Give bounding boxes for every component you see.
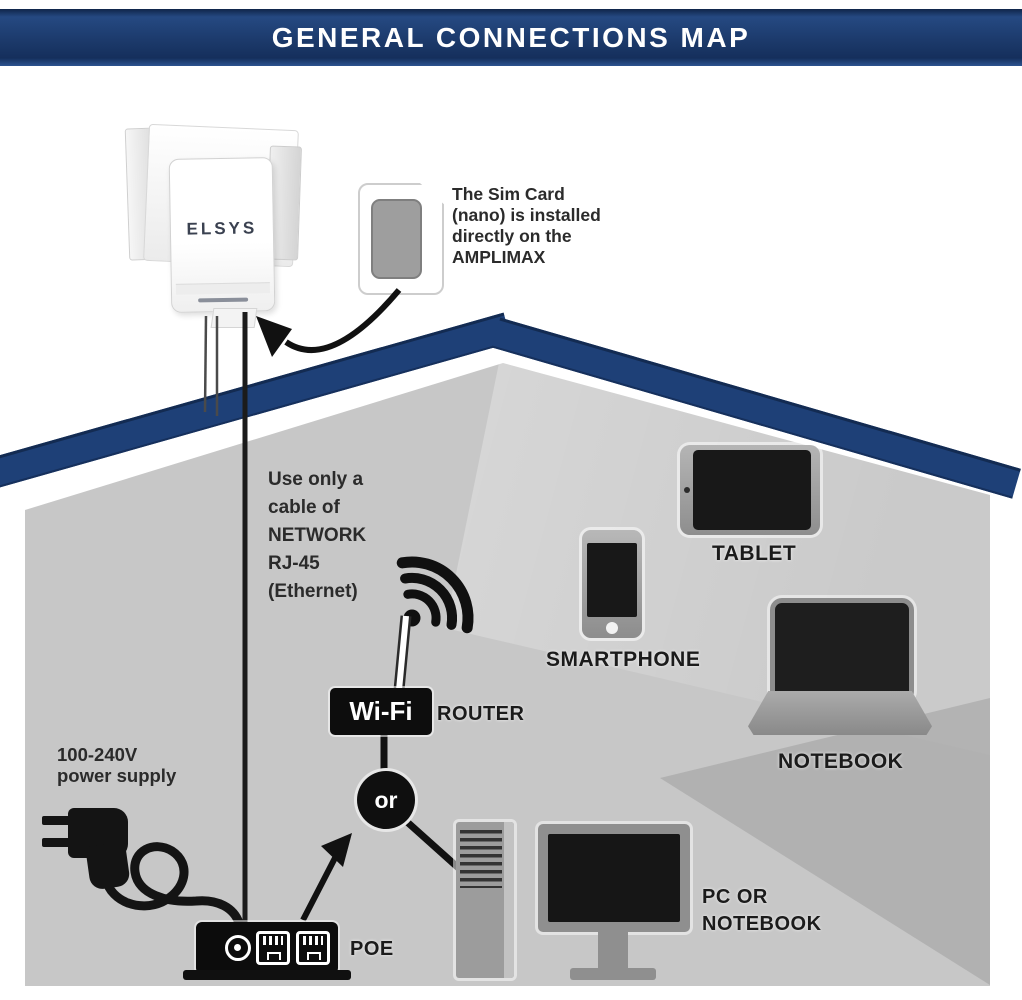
notebook-icon <box>770 598 914 703</box>
notebook-base <box>748 691 932 735</box>
monitor-base <box>570 968 656 980</box>
monitor-icon <box>538 824 690 932</box>
smartphone-home-button <box>606 622 618 634</box>
poe-injector-icon <box>196 922 338 974</box>
poe-base <box>183 970 351 980</box>
notebook-label: NOTEBOOK <box>778 750 904 773</box>
power-supply-note: 100-240V power supply <box>57 744 177 786</box>
rj45-port-2-icon <box>296 931 330 965</box>
pc-label: PC OR NOTEBOOK <box>702 886 822 935</box>
antenna-print-mark <box>198 297 249 303</box>
amplimax-antenna: ELSYS <box>168 157 276 313</box>
pc-tower-icon <box>456 822 514 978</box>
tablet-screen <box>693 450 811 530</box>
antenna-mount <box>210 308 258 328</box>
or-label: or <box>374 786 398 813</box>
monitor-screen <box>548 834 680 922</box>
sim-arrow-head <box>256 316 292 357</box>
sim-note-text: The Sim Card (nano) is installed directl… <box>452 184 601 267</box>
rj45-port-1-icon <box>256 931 290 965</box>
pc-tower-side <box>504 822 514 978</box>
wifi-router-box: Wi-Fi <box>330 688 432 735</box>
monitor-neck <box>598 932 628 970</box>
power-plug-lower <box>85 841 131 891</box>
plug-prong-1 <box>42 816 72 825</box>
sim-arrow <box>284 288 402 353</box>
ethernet-cable-note: Use only a cable of NETWORK RJ-45 (Ether… <box>268 469 367 602</box>
tablet-icon <box>680 445 820 535</box>
sim-card-icon <box>358 183 444 295</box>
smartphone-label: SMARTPHONE <box>546 648 701 671</box>
page-title: GENERAL CONNECTIONS MAP <box>271 21 751 53</box>
tablet-camera-dot <box>684 487 690 493</box>
header-bar: GENERAL CONNECTIONS MAP <box>0 9 1022 66</box>
or-node: or <box>354 768 418 832</box>
tablet-label: TABLET <box>712 542 797 565</box>
antenna-bottom-band <box>175 282 271 295</box>
dc-jack-icon <box>225 935 251 961</box>
smartphone-screen <box>587 543 637 617</box>
router-label: ROUTER <box>437 703 525 725</box>
elsys-logo: ELSYS <box>186 218 258 239</box>
wifi-label: Wi-Fi <box>349 696 413 726</box>
pc-tower-vents <box>460 830 502 888</box>
smartphone-icon <box>582 530 642 638</box>
plug-prong-2 <box>42 838 72 847</box>
poe-label: POE <box>350 938 394 960</box>
sim-chip-pad <box>371 199 422 279</box>
